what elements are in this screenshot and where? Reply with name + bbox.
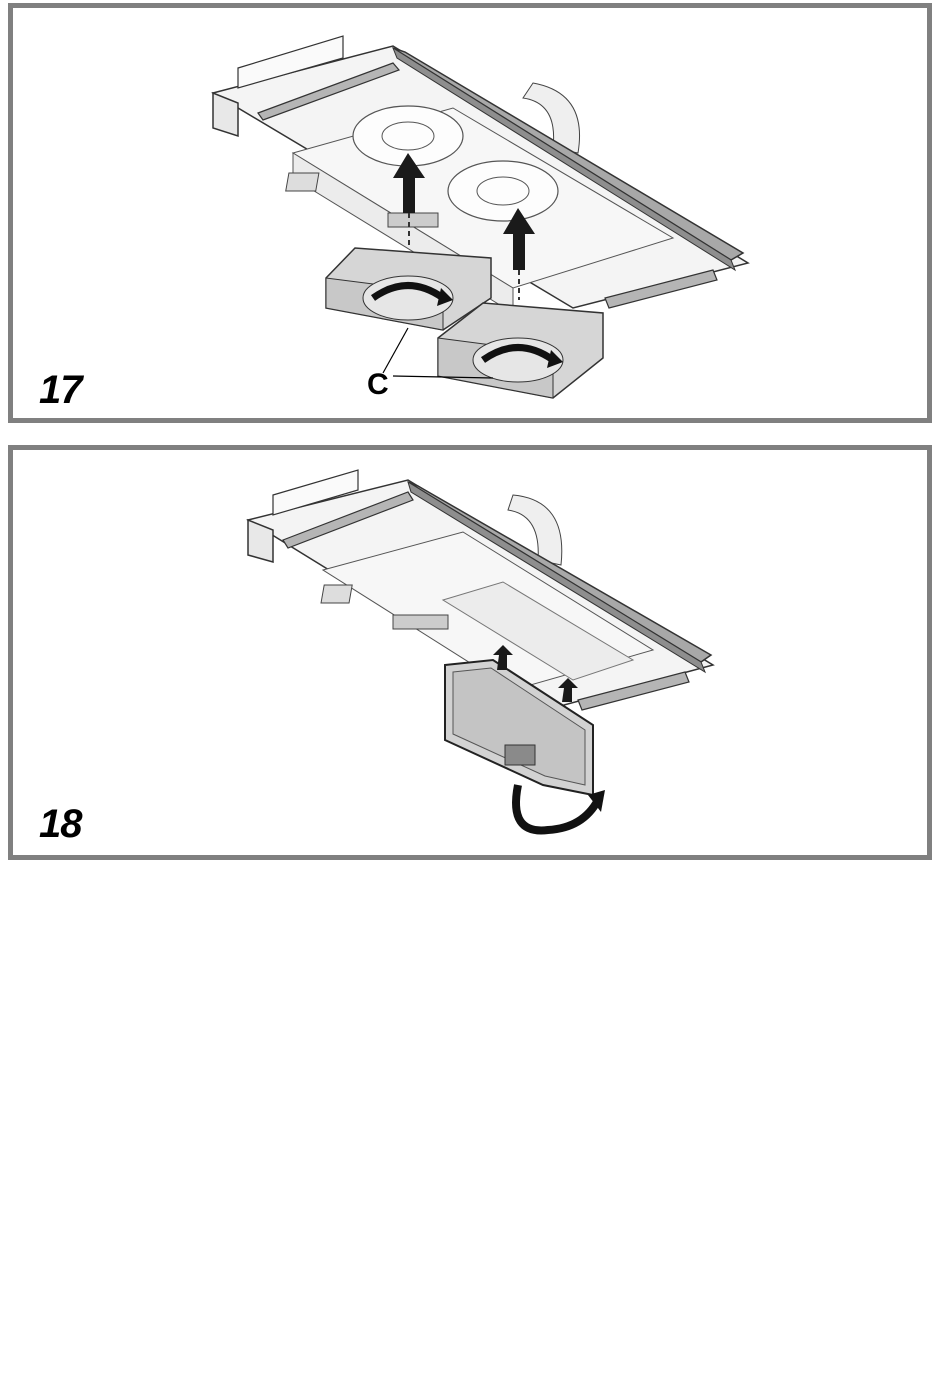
hood-filter-removal-illustration [13, 8, 927, 418]
figure-number: 17 [39, 368, 82, 413]
figure-18-panel: 18 [8, 445, 932, 860]
figure-number: 18 [39, 802, 82, 847]
figure-17-panel: C 17 [8, 3, 932, 423]
hood-panel-removal-illustration [13, 450, 927, 855]
callout-c-label: C [367, 368, 389, 402]
